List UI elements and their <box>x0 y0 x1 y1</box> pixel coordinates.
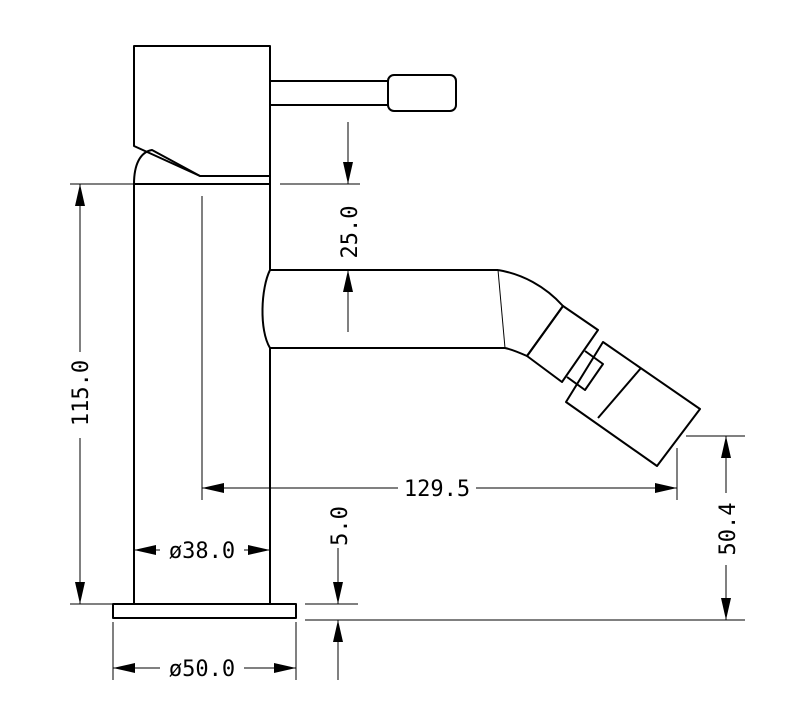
arrow-reach-right <box>655 483 677 493</box>
label-bg-height-total <box>62 352 98 438</box>
dimension-labels: 115.0 25.0 129.5 ø38.0 5.0 50.4 ø50.0 <box>62 206 743 682</box>
label-bg-reach <box>398 475 476 501</box>
arrow-height-total-top <box>75 184 85 206</box>
label-outlet-height: 50.4 <box>716 503 741 556</box>
dimension-lines <box>75 122 731 680</box>
extension-lines <box>70 183 745 680</box>
arrow-body-diameter-left <box>134 545 156 555</box>
arrow-spout-lower <box>343 270 353 292</box>
arrow-base-diameter-left <box>113 663 135 673</box>
spout-junction <box>261 269 271 349</box>
base-plate <box>112 603 297 619</box>
arrow-outlet-top <box>721 436 731 458</box>
spout-elbow <box>497 269 564 357</box>
arrow-base-diameter-right <box>274 663 296 673</box>
arrow-base-lower <box>333 620 343 642</box>
handle-cap <box>133 45 271 177</box>
spout-elbow-seam <box>497 269 506 349</box>
label-reach: 129.5 <box>404 477 470 502</box>
arrow-height-total-bottom <box>75 582 85 604</box>
nozzle-ring-line <box>597 367 642 419</box>
label-body-diameter: ø38.0 <box>169 539 235 564</box>
faucet-outline <box>112 45 701 619</box>
arrow-spout-upper <box>343 162 353 184</box>
cartridge-dome <box>133 149 201 185</box>
nozzle-head <box>565 341 701 467</box>
nozzle-collar <box>526 305 599 383</box>
label-bg-base-diameter <box>160 655 244 681</box>
lever-arm <box>269 80 389 106</box>
label-base-thickness: 5.0 <box>328 506 353 546</box>
label-bg-body-diameter <box>160 537 244 563</box>
arrow-outlet-bottom <box>721 598 731 620</box>
label-bg-outlet-height <box>713 493 743 565</box>
arrow-base-upper <box>333 582 343 604</box>
label-height-total: 115.0 <box>69 360 94 426</box>
label-base-diameter: ø50.0 <box>169 657 235 682</box>
label-spout-height: 25.0 <box>338 206 363 259</box>
arrow-reach-left <box>202 483 224 493</box>
lever-knurled-grip <box>387 74 457 112</box>
arrow-body-diameter-right <box>248 545 270 555</box>
